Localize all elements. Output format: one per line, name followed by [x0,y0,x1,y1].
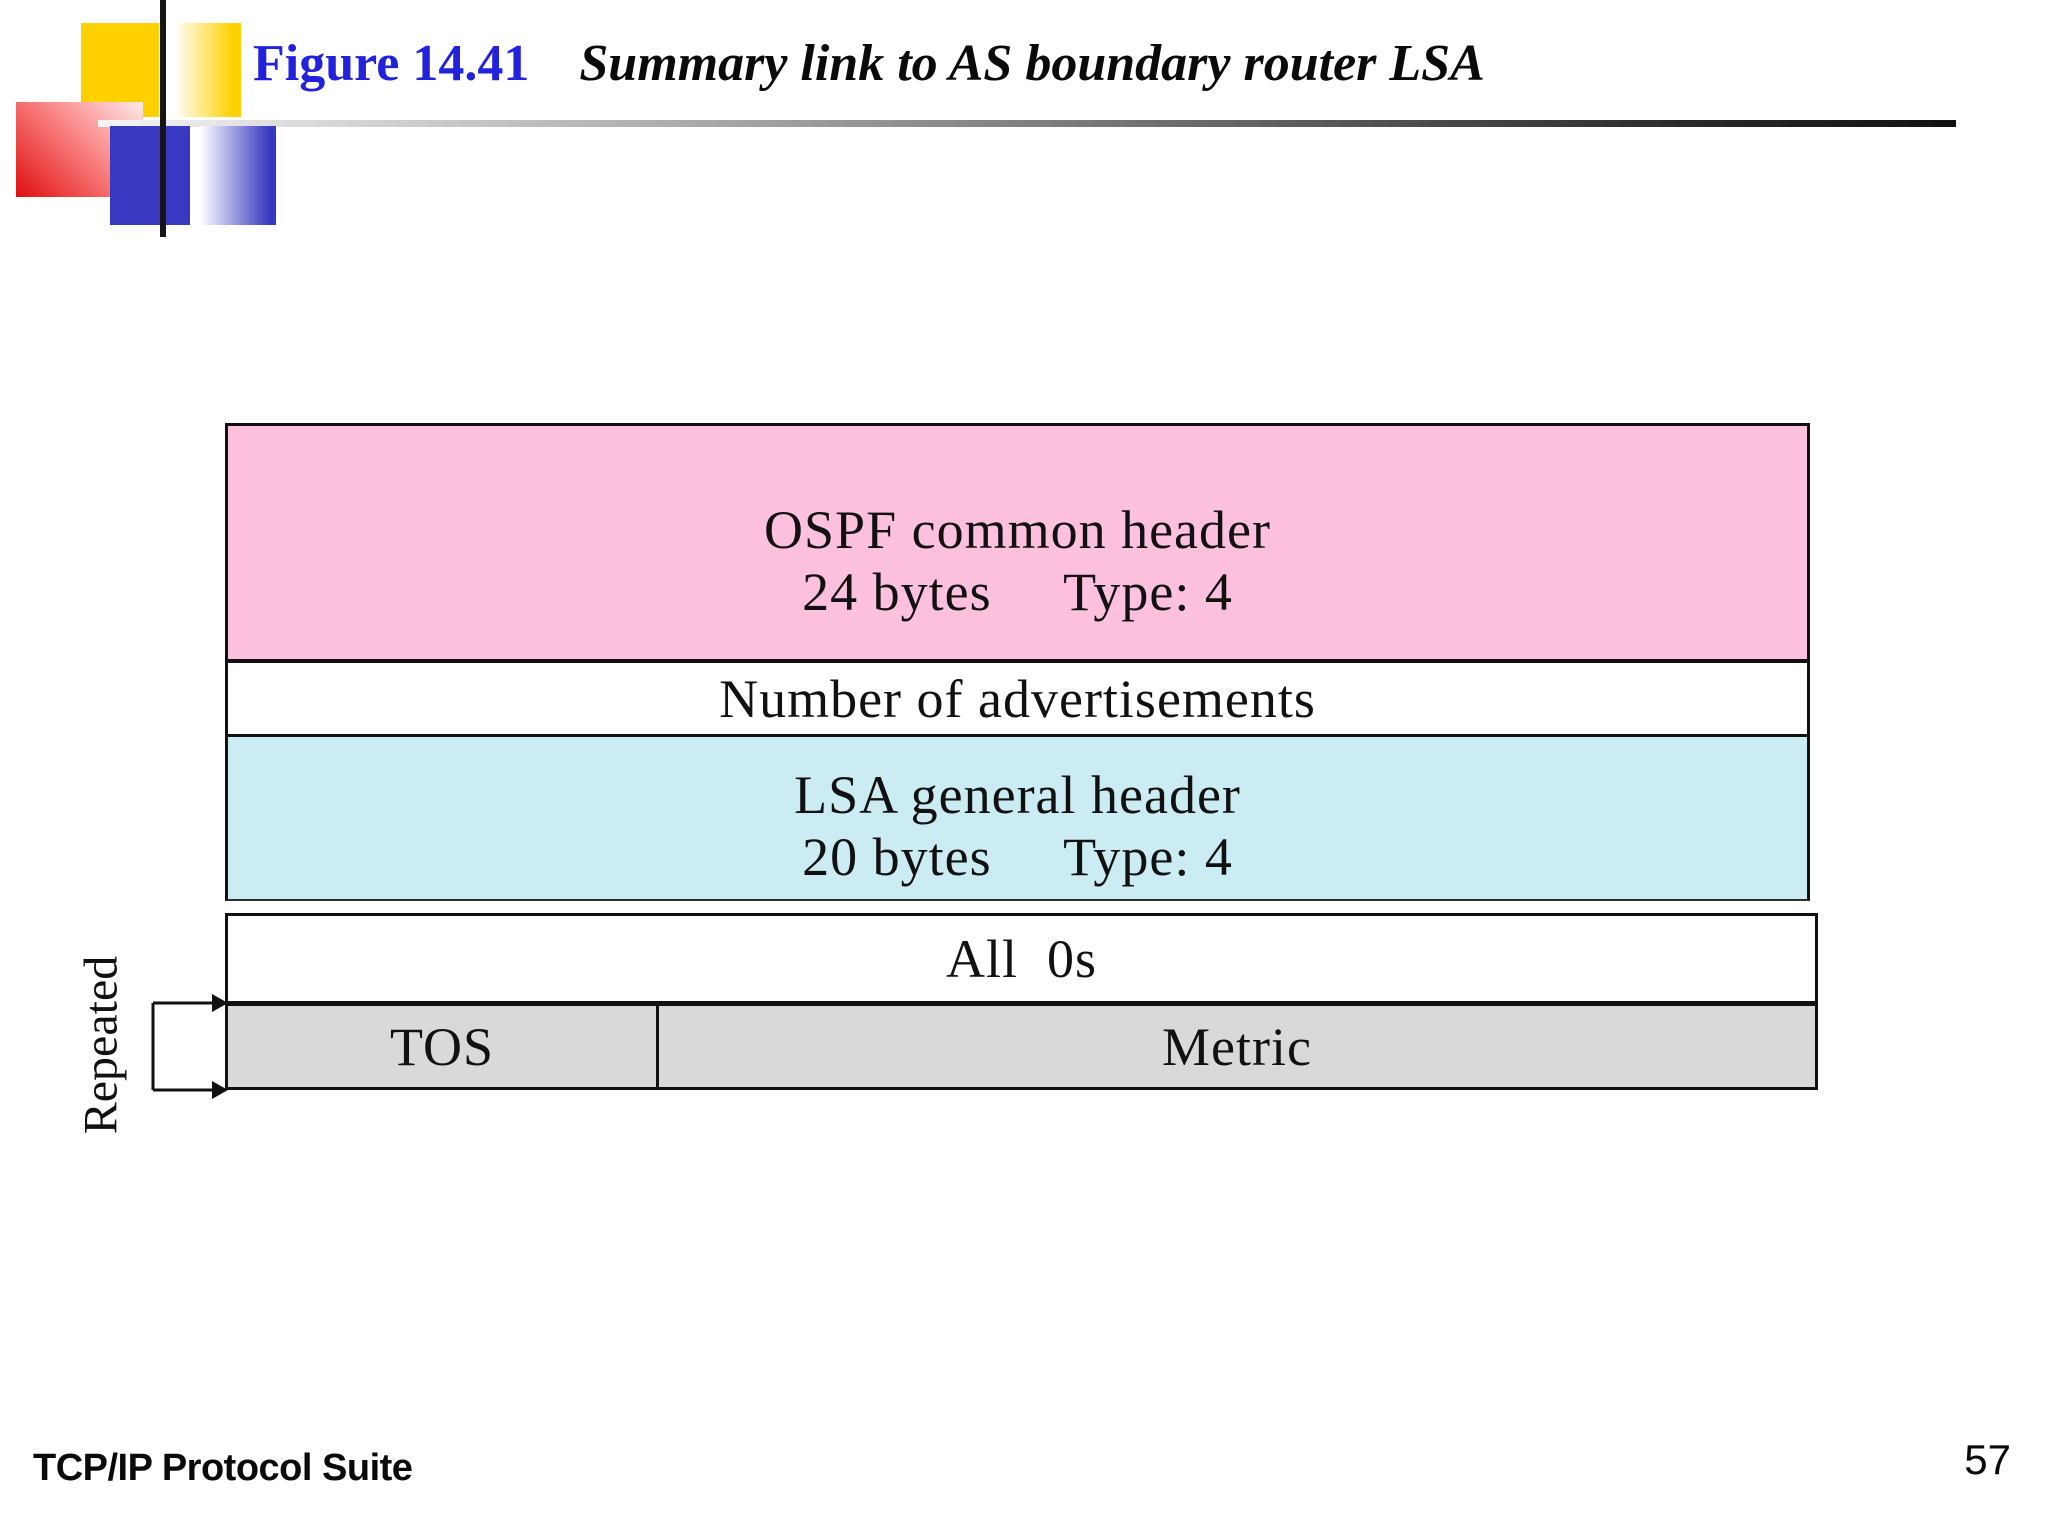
arrow-right-icon [212,994,228,1012]
footer-book-title: TCP/IP Protocol Suite [33,1447,413,1489]
repeated-label: Repeated [74,955,128,1135]
ospf-common-header-line1: OSPF common header [764,499,1271,560]
arrow-right-icon [212,1081,228,1099]
metric-field: Metric [659,1006,1815,1087]
all-zeros-row: All 0s [228,916,1815,1006]
decoration-blue-square [110,126,190,225]
tos-label: TOS [389,1016,495,1077]
tos-field: TOS [228,1006,659,1087]
title-divider-rule [98,120,1956,127]
ospf-common-header-row: OSPF common header 24 bytes Type: 4 [228,426,1807,663]
all-zeros-label: All 0s [945,928,1098,989]
repeat-bracket-arrows-icon [151,994,228,1099]
lsa-general-header-line2: 20 bytes Type: 4 [802,827,1233,887]
page-number: 57 [1964,1436,2011,1483]
decoration-yellow-square [81,23,159,117]
upper-packet-group: OSPF common header 24 bytes Type: 4 Numb… [225,423,1810,901]
figure-number-label: Figure 14.41 [253,35,530,92]
lsa-general-header-line1: LSA general header [794,765,1241,825]
lsa-general-header-row: LSA general header 20 bytes Type: 4 [228,737,1807,899]
decoration-yellow-gradient-square [173,23,241,117]
slide-title: Figure 14.41 Summary link to AS boundary… [253,34,1485,93]
metric-label: Metric [1162,1016,1312,1077]
lower-packet-group: All 0s TOS Metric [225,913,1818,1090]
decoration-vertical-line [160,0,166,237]
number-of-advertisements-row: Number of advertisements [228,663,1807,737]
decoration-blue-gradient-square [200,126,276,225]
tos-metric-row: TOS Metric [228,1006,1815,1087]
ospf-common-header-line2: 24 bytes Type: 4 [802,561,1233,622]
number-of-advertisements-label: Number of advertisements [719,668,1316,729]
figure-caption: Summary link to AS boundary router LSA [579,35,1485,92]
